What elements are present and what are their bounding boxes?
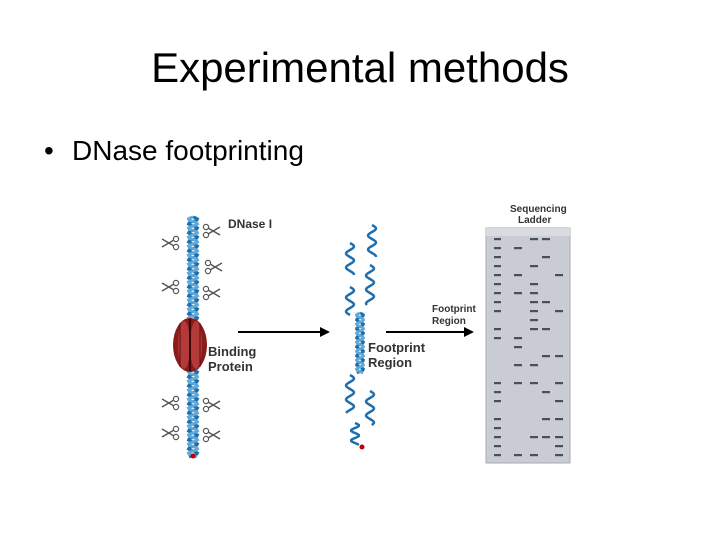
gel-band xyxy=(555,355,563,358)
gel-band xyxy=(530,265,538,268)
gel-band xyxy=(514,346,522,349)
gel-band xyxy=(494,337,501,340)
gel-footprint-label-line1: Footprint xyxy=(432,304,477,315)
gel-band xyxy=(494,265,501,268)
gel-band xyxy=(530,310,538,313)
sequencing-gel xyxy=(485,227,571,464)
ladder-label-line2: Ladder xyxy=(518,215,551,226)
arrow-right-icon xyxy=(238,327,330,337)
gel-band xyxy=(494,328,501,331)
scissors-icon xyxy=(161,235,180,251)
gel-band xyxy=(542,301,550,304)
scissors-icon xyxy=(202,427,221,443)
gel-band xyxy=(530,319,538,322)
gel-band xyxy=(555,274,563,277)
gel-band xyxy=(514,364,522,367)
gel-band xyxy=(494,382,501,385)
gel-band xyxy=(494,292,501,295)
gel-band xyxy=(542,355,550,358)
scissors-icon xyxy=(204,259,223,275)
gel-band xyxy=(555,418,563,421)
gel-band xyxy=(542,256,550,259)
scissors-icon xyxy=(202,223,221,239)
gel-band xyxy=(530,364,538,367)
scissors-icon xyxy=(161,395,180,411)
gel-band xyxy=(514,274,522,277)
gel-band xyxy=(530,328,538,331)
gel-band xyxy=(530,454,538,457)
gel-bands xyxy=(494,238,563,457)
ladder-label-line1: Sequencing xyxy=(510,204,567,215)
scissors-icon xyxy=(161,279,180,295)
gel-band xyxy=(514,247,522,250)
gel-band xyxy=(555,382,563,385)
binding-label-line2: Protein xyxy=(208,359,253,374)
arrow-right-icon xyxy=(386,327,474,337)
gel-band xyxy=(494,301,501,304)
gel-band xyxy=(494,256,501,259)
gel-band xyxy=(494,238,501,241)
binding-protein-icon xyxy=(173,318,207,372)
bullet-text: DNase footprinting xyxy=(72,135,304,166)
gel-band xyxy=(494,274,501,277)
gel-band xyxy=(494,427,501,430)
gel-band xyxy=(494,418,501,421)
gel-band xyxy=(542,328,550,331)
gel-band xyxy=(555,310,563,313)
gel-band xyxy=(494,400,501,403)
fragment-end-dot xyxy=(359,444,365,450)
gel-band xyxy=(514,292,522,295)
dnase-footprinting-figure: DNase I Binding Protein Footprint Region… xyxy=(150,195,590,470)
bullet-dot-icon: • xyxy=(44,135,54,166)
scissors-icon xyxy=(202,397,221,413)
gel-band xyxy=(530,436,538,439)
gel-band xyxy=(555,436,563,439)
gel-band xyxy=(542,238,550,241)
gel-band xyxy=(494,310,501,313)
gel-band xyxy=(494,445,501,448)
gel-band xyxy=(494,454,501,457)
scissors-icon xyxy=(161,425,180,441)
gel-band xyxy=(530,292,538,295)
gel-band xyxy=(542,436,550,439)
footprint-label-line1: Footprint xyxy=(368,340,426,355)
footprint-label-line2: Region xyxy=(368,355,412,370)
gel-band xyxy=(542,418,550,421)
gel-band xyxy=(555,400,563,403)
binding-label-line1: Binding xyxy=(208,344,256,359)
scissors-icons xyxy=(161,223,223,443)
dna-fragments xyxy=(344,223,378,447)
gel-band xyxy=(530,382,538,385)
gel-band xyxy=(530,283,538,286)
gel-band xyxy=(514,382,522,385)
end-label-dot xyxy=(190,453,196,459)
gel-band xyxy=(555,454,563,457)
gel-footprint-label-line2: Region xyxy=(432,316,466,327)
gel-band xyxy=(494,391,501,394)
gel-band xyxy=(494,283,501,286)
slide-title: Experimental methods xyxy=(151,44,569,91)
gel-band xyxy=(514,454,522,457)
dnase-label: DNase I xyxy=(228,217,272,231)
bullet-item: • DNase footprinting xyxy=(44,134,304,168)
gel-band xyxy=(530,301,538,304)
gel-band xyxy=(514,337,522,340)
gel-band xyxy=(530,238,538,241)
gel-band xyxy=(555,445,563,448)
gel-band xyxy=(494,436,501,439)
gel-band xyxy=(494,247,501,250)
gel-band xyxy=(542,391,550,394)
scissors-icon xyxy=(202,285,221,301)
